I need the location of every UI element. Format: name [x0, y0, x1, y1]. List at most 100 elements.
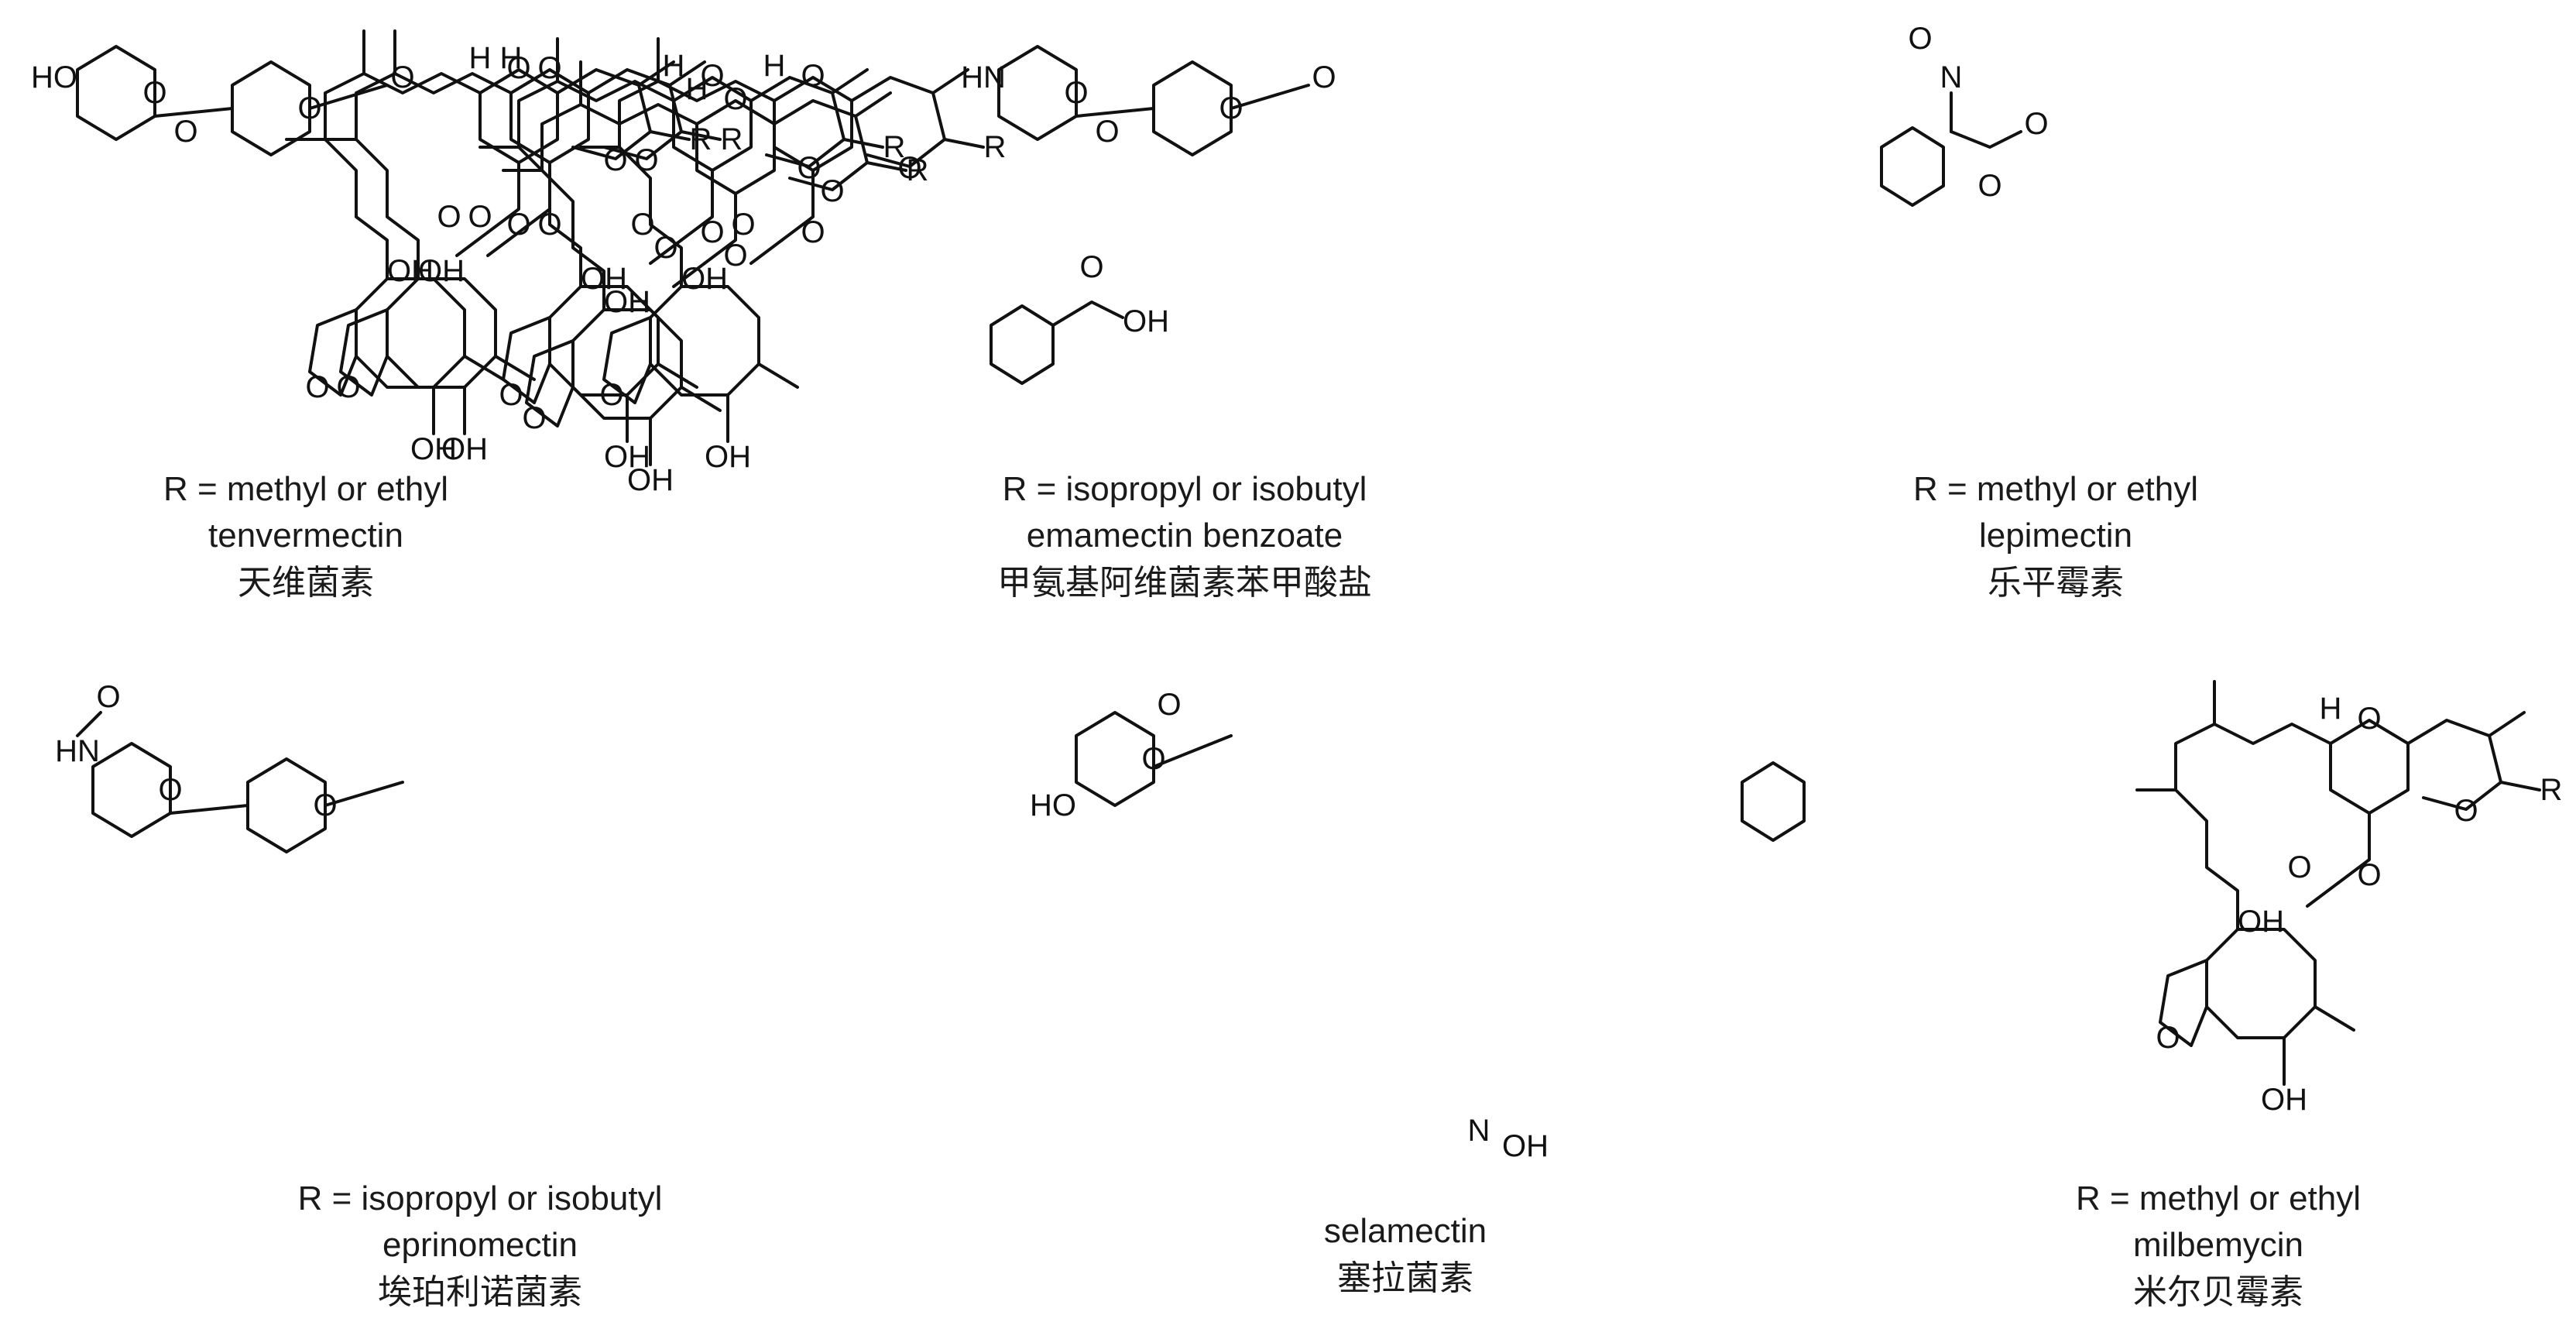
atom-label-o: O	[142, 76, 166, 110]
ring-a	[672, 76, 753, 172]
methyl	[931, 68, 969, 94]
ester	[1950, 130, 2022, 149]
acetyl	[76, 711, 102, 737]
methyl-ring	[463, 355, 505, 381]
caption-milbemycin: R = methyl or ethyl milbemycin 米尔贝霉素	[1870, 1176, 2567, 1317]
atom-label-o: O	[723, 239, 747, 273]
atom-label-o: O	[1312, 60, 1336, 94]
atom-label-oh: OH	[627, 463, 674, 497]
ring-b	[556, 68, 652, 160]
ester-link	[703, 192, 737, 265]
methyl	[637, 60, 675, 87]
glycoside	[1152, 734, 1233, 768]
methyl-ring	[494, 355, 536, 381]
r-bond	[2499, 781, 2541, 791]
ring-a	[695, 99, 776, 195]
atom-label-o: O	[158, 773, 182, 807]
atom-label-ho: HO	[31, 60, 77, 94]
atom-label-oh: OH	[418, 254, 465, 288]
glycoside-1	[1075, 107, 1155, 118]
atom-label-o: O	[1064, 76, 1088, 110]
compound-name-cn: 埃珀利诺菌素	[378, 1272, 582, 1312]
ring-c	[386, 277, 497, 389]
r-group-text: R = isopropyl or isobutyl	[297, 1179, 663, 1217]
atom-label-o: O	[801, 59, 825, 93]
ring-a	[478, 68, 559, 164]
atom-label-o: O	[1095, 115, 1119, 149]
atom-label-o: O	[499, 378, 523, 412]
compound-name-cn: 米尔贝霉素	[2133, 1272, 2303, 1312]
atom-label-o: O	[506, 51, 530, 85]
compound-name-cn: 天维菌素	[238, 563, 374, 603]
atom-label-o: O	[1977, 169, 2001, 203]
chain-top	[2174, 723, 2332, 791]
atom-label-o: O	[1079, 250, 1103, 284]
methyl-ring	[2314, 1005, 2355, 1032]
atom-label-o: O	[2454, 794, 2478, 828]
atom-label-h: H	[2320, 692, 2342, 726]
chain-top	[540, 103, 698, 172]
r-group-text: R = methyl or ethyl	[2075, 1179, 2362, 1217]
compound-name: eprinomectin	[382, 1226, 578, 1264]
compound-name: selamectin	[1323, 1212, 1487, 1250]
r-bond	[649, 130, 691, 141]
atom-label-o: O	[506, 208, 530, 242]
carbonyl	[2306, 881, 2340, 908]
atom-label-oh: OH	[681, 262, 728, 296]
atom-label-o: O	[2024, 107, 2048, 141]
glycoside-2	[308, 84, 389, 110]
atom-label-o: O	[96, 680, 120, 714]
diene	[540, 169, 605, 311]
ester-link	[680, 169, 714, 242]
atom-label-o: O	[723, 82, 747, 116]
glycoside-2	[1230, 84, 1310, 110]
compound-name: emamectin benzoate	[1026, 517, 1343, 555]
atom-label-o: O	[2287, 850, 2311, 884]
atom-label-o: O	[1141, 742, 1165, 776]
atom-label-oh: OH	[1502, 1129, 1549, 1163]
carbonyl	[749, 239, 784, 265]
atom-label-o: O	[537, 51, 561, 85]
atom-label-o: O	[2357, 858, 2381, 892]
glycoside-1	[169, 804, 249, 815]
ring-b	[587, 68, 683, 160]
compound-name-cn: 甲氨基阿维菌素苯甲酸盐	[997, 563, 1372, 603]
ring-b	[2406, 719, 2502, 811]
atom-label-r: R	[984, 130, 1007, 164]
diene	[324, 138, 389, 280]
furan	[308, 308, 358, 397]
furan	[602, 316, 652, 404]
atom-label-o: O	[1908, 22, 1932, 56]
atom-label-r: R	[907, 153, 929, 187]
compound-name: lepimectin	[1978, 517, 2133, 555]
atom-label-o: O	[801, 215, 825, 249]
r-group-text: R = methyl or ethyl	[1912, 470, 2199, 508]
methyl-ring	[757, 362, 799, 389]
atom-label-h: H	[469, 41, 492, 75]
compound-name-cn: 塞拉菌素	[1337, 1258, 1473, 1298]
atom-label-o: O	[599, 378, 623, 412]
caption-selamectin: selamectin 塞拉菌素	[1057, 1208, 1754, 1303]
atom-label-oh: OH	[387, 254, 434, 288]
diene	[517, 146, 582, 288]
ester-link	[486, 161, 520, 234]
atom-label-hn: HN	[961, 60, 1006, 94]
methyl	[854, 91, 892, 118]
atom-label-o: O	[173, 115, 197, 149]
glycoside-1	[153, 107, 234, 118]
atom-label-o: O	[820, 174, 844, 208]
atom-label-oh: OH	[2238, 905, 2284, 939]
atom-label-o: O	[2357, 702, 2381, 736]
phenyl	[1880, 126, 1945, 207]
caption-tenvermectin: R = methyl or ethyl tenvermectin 天维菌素	[0, 466, 654, 607]
ring-b	[850, 76, 946, 168]
atom-label-r: R	[721, 122, 743, 156]
atom-label-oh: OH	[1123, 304, 1169, 338]
